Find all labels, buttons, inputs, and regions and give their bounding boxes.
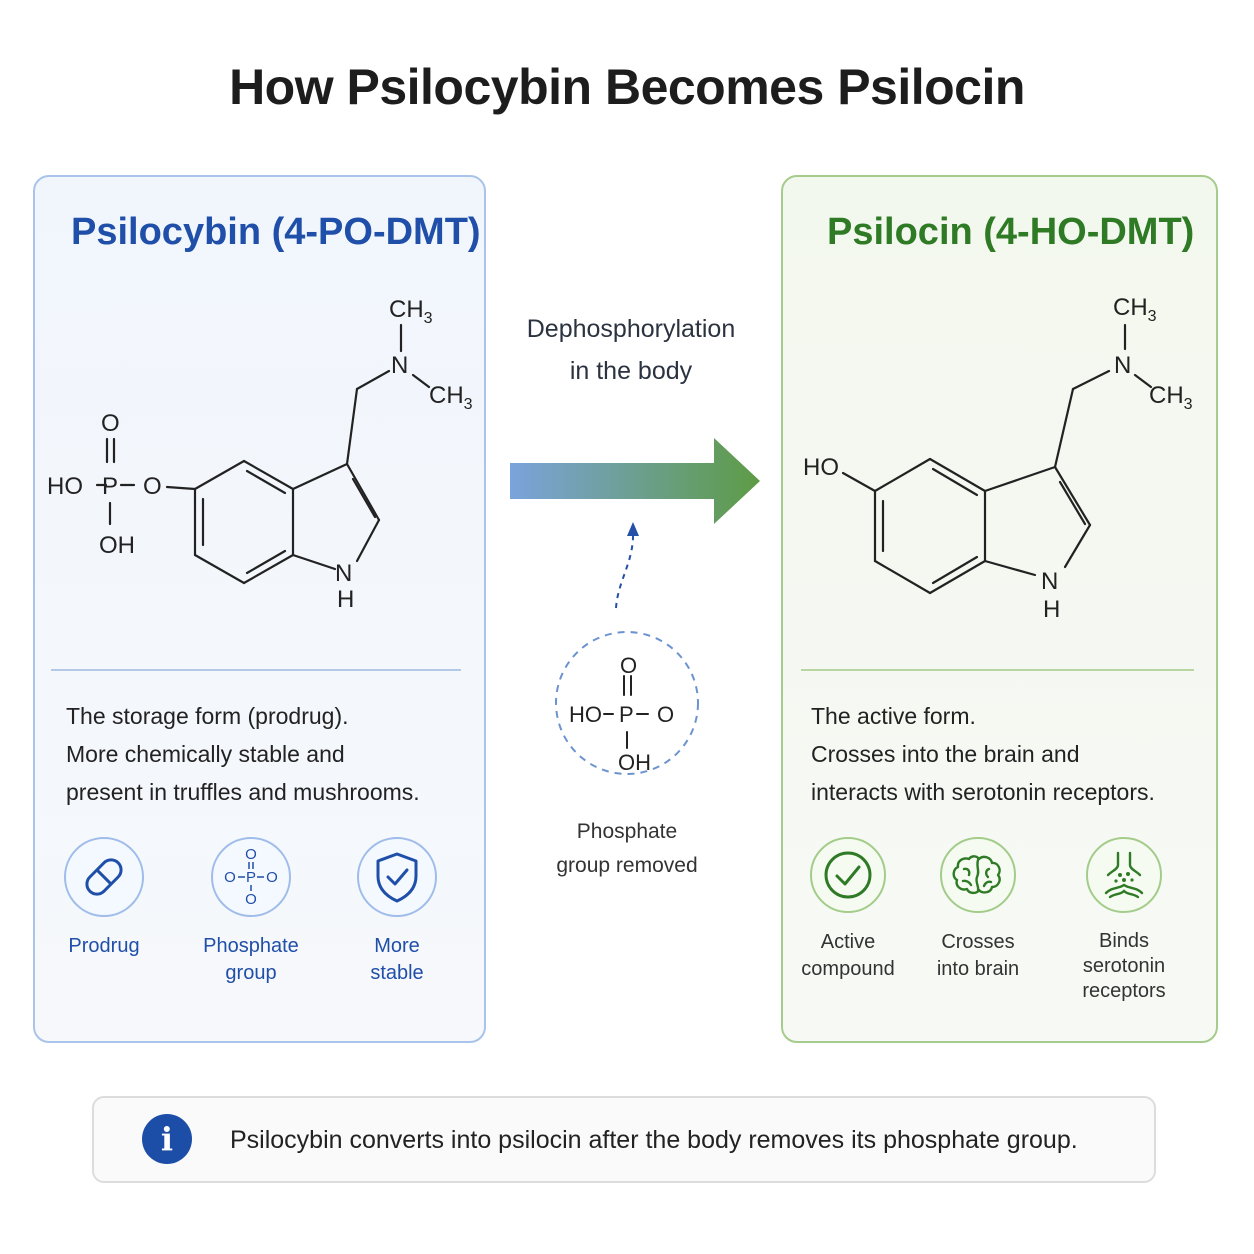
ch3-top-label: CH bbox=[1113, 294, 1148, 321]
ch3-right-subscript: 3 bbox=[1184, 396, 1193, 413]
dashed-arrow-head bbox=[627, 522, 639, 536]
amine-n-label: N bbox=[391, 352, 408, 379]
ch3-right-label: CH bbox=[1149, 382, 1184, 409]
feature-phosphate: O P O O O Phosphate group bbox=[176, 837, 326, 987]
dashed-return-arrow bbox=[615, 531, 635, 609]
arrow-label-line: in the body bbox=[569, 357, 693, 385]
psilocybin-panel: Psilocybin (4-PO-DMT) bbox=[33, 175, 486, 1043]
check-circle-icon bbox=[810, 837, 886, 913]
feature-label: stable bbox=[370, 962, 424, 984]
indole-n-label: N bbox=[1041, 568, 1058, 595]
feature-prodrug: Prodrug bbox=[29, 837, 179, 960]
feature-label: serotonin bbox=[1082, 955, 1166, 977]
feature-label: Active bbox=[820, 931, 876, 953]
info-text: Psilocybin converts into psilocin after … bbox=[230, 1126, 1078, 1154]
removed-group-caption: Phosphate group removed bbox=[520, 815, 734, 883]
ch3-top-subscript: 3 bbox=[1148, 308, 1157, 325]
removed-group-circle bbox=[555, 631, 699, 775]
ch3-top-subscript: 3 bbox=[424, 310, 433, 327]
info-icon: i bbox=[142, 1114, 192, 1164]
feature-label: More bbox=[374, 935, 420, 957]
feature-label: Prodrug bbox=[68, 935, 140, 957]
svg-text:CH3: CH3 bbox=[1149, 382, 1193, 413]
psilocin-description: The active form. Crosses into the brain … bbox=[811, 697, 1155, 811]
psilocin-title: Psilocin (4-HO-DMT) bbox=[827, 211, 1195, 253]
arrow-label: Dephosphorylation in the body bbox=[500, 308, 762, 392]
description-line: The active form. bbox=[811, 703, 976, 729]
indole-n-label: N bbox=[335, 560, 352, 587]
ch3-top-label: CH bbox=[389, 296, 424, 323]
ch3-right-subscript: 3 bbox=[464, 396, 473, 413]
removed-o-top: O bbox=[620, 653, 637, 678]
ch3-right-label: CH bbox=[429, 382, 464, 409]
svg-text:O: O bbox=[266, 869, 278, 886]
caption-line: Phosphate bbox=[576, 820, 678, 843]
feature-label: into brain bbox=[936, 958, 1020, 980]
feature-label: Crosses bbox=[941, 931, 1015, 953]
indole-h-label: H bbox=[337, 586, 354, 613]
phosphate-o-top: O bbox=[101, 410, 120, 437]
indole-h-label: H bbox=[1043, 596, 1060, 623]
receptor-icon bbox=[1086, 837, 1162, 913]
feature-label: Phosphate bbox=[203, 935, 299, 957]
svg-text:CH3: CH3 bbox=[429, 382, 473, 413]
description-line: Crosses into the brain and bbox=[811, 741, 1080, 767]
feature-binds-receptors: Binds serotonin receptors bbox=[1049, 837, 1199, 1004]
psilocin-structure: CH3 N CH3 N H HO bbox=[803, 294, 1193, 623]
description-line: interacts with serotonin receptors. bbox=[811, 779, 1155, 805]
svg-text:CH3: CH3 bbox=[389, 296, 433, 327]
svg-text:CH3: CH3 bbox=[1113, 294, 1157, 325]
description-line: More chemically stable and bbox=[66, 741, 345, 767]
feature-label: group bbox=[225, 962, 277, 984]
feature-active-compound: Active compound bbox=[773, 837, 923, 983]
left-divider bbox=[51, 669, 461, 671]
description-line: present in truffles and mushrooms. bbox=[66, 779, 420, 805]
description-line: The storage form (prodrug). bbox=[66, 703, 349, 729]
caption-line: group removed bbox=[556, 854, 698, 877]
removed-o-right: O bbox=[657, 702, 674, 727]
page-title: How Psilocybin Becomes Psilocin bbox=[229, 59, 1025, 115]
pill-icon bbox=[64, 837, 144, 917]
feature-crosses-brain: Crosses into brain bbox=[903, 837, 1053, 983]
conversion-graphic: O HO P O OH bbox=[510, 438, 760, 775]
phosphate-ho: HO bbox=[47, 473, 83, 500]
shield-check-icon bbox=[357, 837, 437, 917]
feature-label: compound bbox=[801, 958, 895, 980]
info-callout: i Psilocybin converts into psilocin afte… bbox=[92, 1096, 1156, 1183]
feature-more-stable: More stable bbox=[322, 837, 472, 987]
psilocybin-title: Psilocybin (4-PO-DMT) bbox=[71, 211, 481, 253]
svg-text:P: P bbox=[246, 869, 256, 886]
svg-text:O: O bbox=[245, 891, 257, 908]
amine-n-label: N bbox=[1114, 352, 1131, 379]
psilocin-panel: Psilocin (4-HO-DMT) bbox=[781, 175, 1218, 1043]
phosphate-icon: O P O O O bbox=[211, 837, 291, 917]
phosphate-p: P bbox=[102, 473, 118, 500]
phosphate-o-link: O bbox=[143, 473, 162, 500]
svg-text:O: O bbox=[245, 846, 257, 863]
arrow-label-line: Dephosphorylation bbox=[526, 315, 736, 343]
removed-oh: OH bbox=[618, 750, 651, 775]
feature-label: receptors bbox=[1082, 980, 1166, 1002]
psilocybin-structure: CH3 N CH3 N H O HO P O OH bbox=[47, 296, 473, 613]
right-divider bbox=[801, 669, 1194, 671]
svg-text:O: O bbox=[224, 869, 236, 886]
phosphate-oh: OH bbox=[99, 532, 135, 559]
psilocybin-description: The storage form (prodrug). More chemica… bbox=[66, 697, 420, 811]
feature-label: Binds bbox=[1098, 930, 1150, 952]
conversion-arrow bbox=[510, 438, 760, 524]
removed-p: P bbox=[619, 702, 634, 727]
hydroxyl-label: HO bbox=[803, 454, 839, 481]
removed-ho: HO bbox=[569, 702, 602, 727]
brain-icon bbox=[940, 837, 1016, 913]
